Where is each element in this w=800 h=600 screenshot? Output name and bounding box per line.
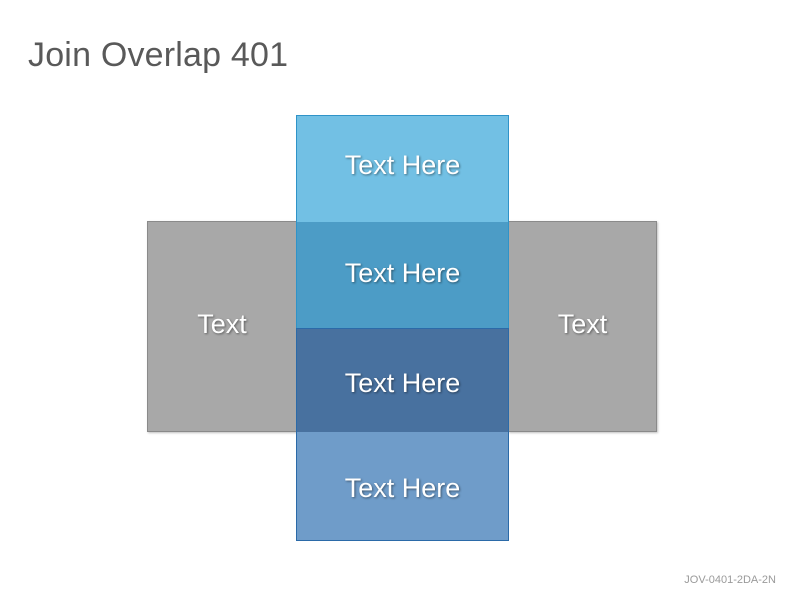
center-label-4: Text Here	[344, 473, 461, 503]
center-label-3: Text Here	[344, 368, 461, 398]
footer-code: JOV-0401-2DA-2N	[684, 574, 776, 586]
upper-overlap-region	[297, 222, 508, 328]
left-gray-box: Text	[147, 221, 297, 432]
right-gray-box: Text	[508, 221, 657, 432]
left-box-label: Text	[197, 309, 247, 339]
right-box-label: Text	[557, 309, 608, 339]
slide-title: Join Overlap 401	[28, 36, 289, 74]
center-label-1: Text Here	[344, 150, 461, 180]
lower-overlap-region	[297, 329, 508, 432]
center-label-2: Text Here	[344, 258, 461, 288]
